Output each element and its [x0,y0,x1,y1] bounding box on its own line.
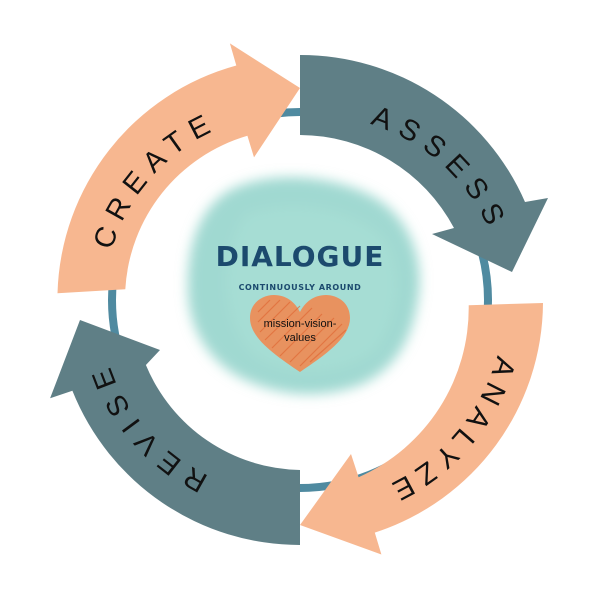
heart-label-line2: values [284,332,316,344]
heart-label-line1: mission-vision- [263,318,337,330]
heart-icon [250,295,350,372]
dialogue-title: DIALOGUE [215,240,385,273]
revise-arrow[interactable] [50,320,300,545]
create-arrow[interactable] [57,43,301,294]
dialogue-subtitle: CONTINUOUSLY AROUND [238,283,362,292]
assess-arrow[interactable] [300,54,548,273]
analyze-arrow[interactable] [300,303,543,555]
heart-label: mission-vision- values [240,317,360,345]
